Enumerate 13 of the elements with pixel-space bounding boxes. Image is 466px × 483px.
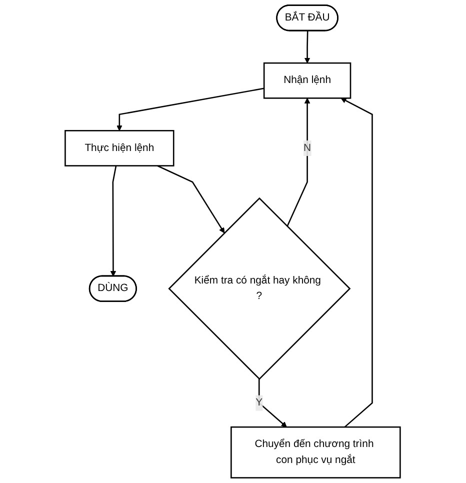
terminal-node: DÙNG — [89, 275, 138, 302]
arrow — [258, 378, 288, 428]
terminal-node: BẮT ĐẦU — [276, 4, 339, 32]
decision-diamond: Kiểm tra có ngắt hay không ? — [168, 197, 352, 380]
process-box: Chuyển đến chương trình con phục vụ ngắt — [230, 426, 402, 478]
arrow — [116, 88, 264, 131]
arrow — [304, 30, 310, 64]
arrow — [157, 165, 225, 234]
process-box: Nhận lệnh — [264, 62, 352, 99]
arrow — [110, 166, 117, 277]
arrow — [286, 98, 310, 227]
process-box: Thực hiện lệnh — [64, 130, 175, 166]
arrow — [341, 98, 374, 428]
